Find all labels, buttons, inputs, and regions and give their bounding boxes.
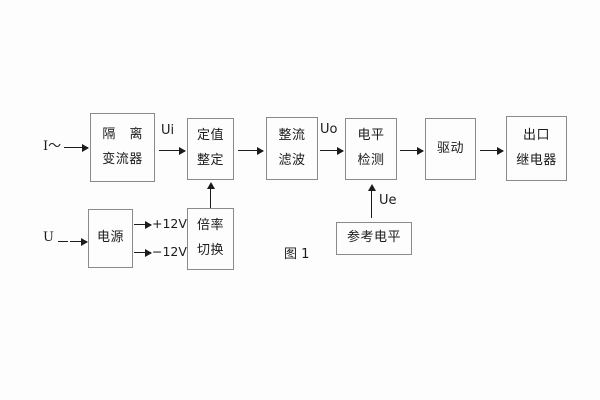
signal-uo-arrow <box>320 146 344 155</box>
block-power-supply-line1: 电源 <box>96 230 124 246</box>
block-setting-value-line1: 定值 <box>196 128 224 144</box>
voltage-input-label: U <box>43 230 54 245</box>
arrow-setting-to-rectify <box>238 146 264 155</box>
current-input-label: I～ <box>43 139 62 154</box>
block-rectify-filter-line1: 整流 <box>278 127 306 143</box>
signal-ui-label: Ui <box>161 123 175 138</box>
arrow-drive-to-relay <box>480 146 504 155</box>
block-isolating-ct[interactable]: 隔 离 变流器 <box>90 113 155 182</box>
current-input-arrow <box>64 143 89 152</box>
block-level-detect-line1: 电平 <box>357 128 385 144</box>
figure-caption: 图 1 <box>284 247 310 262</box>
block-power-supply[interactable]: 电源 <box>88 209 133 268</box>
block-multiplier-switch[interactable]: 倍率 切换 <box>187 208 234 270</box>
signal-ue-label: Ue <box>379 193 397 208</box>
block-level-detect-line2: 检测 <box>357 153 385 168</box>
arrow-multiplier-to-setting <box>206 182 215 208</box>
block-setting-value[interactable]: 定值 整定 <box>187 118 234 180</box>
rail-positive-arrow <box>134 220 152 229</box>
block-output-relay-line1: 出口 <box>522 127 550 143</box>
block-drive-line1: 驱动 <box>436 140 464 156</box>
block-multiplier-switch-line1: 倍率 <box>196 218 224 234</box>
block-reference-level-line1: 参考电平 <box>346 230 401 246</box>
block-reference-level[interactable]: 参考电平 <box>336 222 412 255</box>
block-isolating-ct-line2: 变流器 <box>102 151 143 167</box>
block-drive[interactable]: 驱动 <box>425 118 476 180</box>
signal-ue-arrow <box>367 184 376 218</box>
block-output-relay-line2: 继电器 <box>516 152 557 168</box>
rail-negative-label: −12V <box>152 244 187 259</box>
block-level-detect[interactable]: 电平 检测 <box>345 118 397 180</box>
rail-positive-label: +12V <box>152 216 187 231</box>
block-multiplier-switch-line2: 切换 <box>196 243 224 258</box>
block-isolating-ct-line1: 隔 离 <box>102 126 148 142</box>
signal-uo-label: Uo <box>320 122 338 137</box>
rail-negative-arrow <box>134 248 152 257</box>
block-setting-value-line2: 整定 <box>196 153 224 168</box>
voltage-input-arrow <box>70 237 88 246</box>
block-rectify-filter[interactable]: 整流 滤波 <box>266 117 318 180</box>
block-rectify-filter-line2: 滤波 <box>278 152 306 168</box>
voltage-input-dash <box>58 241 68 242</box>
signal-ui-arrow <box>159 146 186 155</box>
block-output-relay[interactable]: 出口 继电器 <box>506 116 567 181</box>
arrow-level-to-drive <box>400 146 424 155</box>
